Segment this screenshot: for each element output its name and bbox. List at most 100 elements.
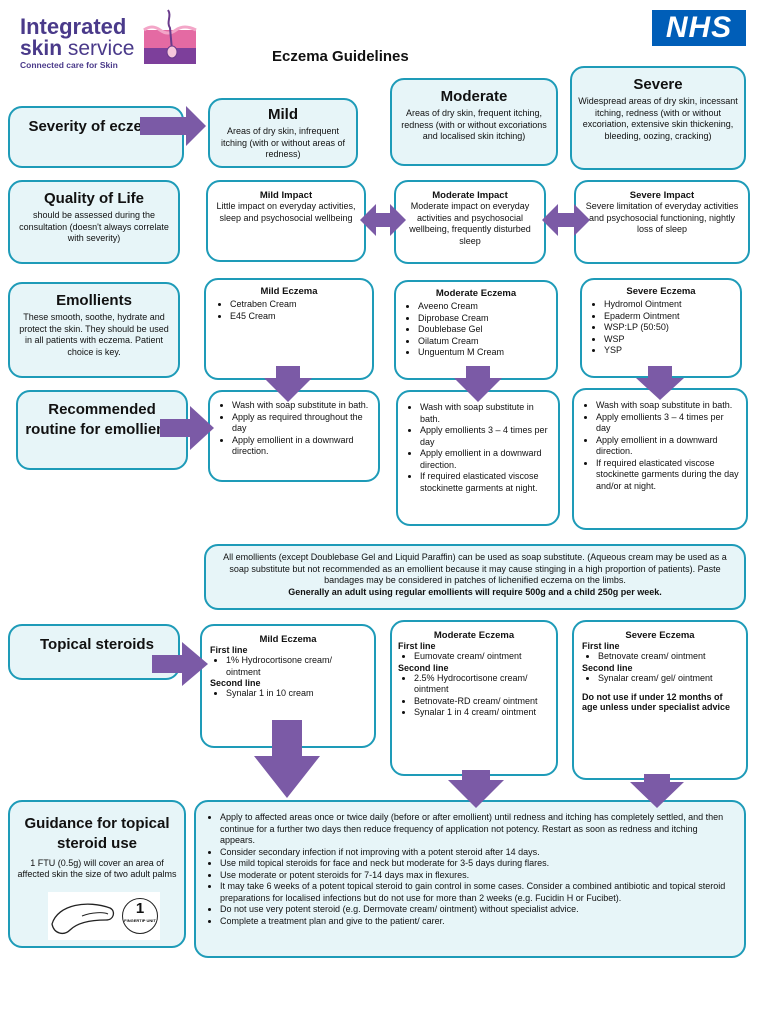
list-item: Epaderm Ointment bbox=[604, 311, 734, 323]
mild-impact-box: Mild Impact Little impact on everyday ac… bbox=[206, 180, 366, 262]
list-item: Apply emollients 3 – 4 times per day bbox=[596, 412, 740, 435]
list-item: Doublebase Gel bbox=[418, 324, 550, 336]
first-line-label: First line bbox=[398, 641, 436, 651]
list-item: Apply emollient in a downward direction. bbox=[596, 435, 740, 458]
severe-title: Severe bbox=[633, 76, 683, 93]
nhs-logo: NHS bbox=[652, 10, 746, 46]
list-item: Diprobase Cream bbox=[418, 313, 550, 325]
mild-first-line-list: 1% Hydrocortisone cream/ ointment bbox=[210, 655, 366, 678]
list-item: Aveeno Cream bbox=[418, 301, 550, 313]
severity-label: Severity of eczema bbox=[28, 118, 164, 135]
list-item: Unguentum M Cream bbox=[418, 347, 550, 359]
list-item: Use mild topical steroids for face and n… bbox=[220, 858, 734, 870]
list-item: Hydromol Ointment bbox=[604, 299, 734, 311]
severe-second-line-list: Synalar cream/ gel/ ointment bbox=[582, 673, 738, 685]
finger-icon bbox=[51, 903, 115, 935]
list-item: Synalar cream/ gel/ ointment bbox=[598, 673, 738, 685]
moderate-eczema-emollients-title: Moderate Eczema bbox=[435, 288, 517, 299]
list-item: Synalar 1 in 10 cream bbox=[226, 688, 366, 700]
severe-steroid-title: Severe Eczema bbox=[625, 630, 695, 641]
first-line-label: First line bbox=[210, 645, 248, 655]
list-item: Cetraben Cream bbox=[230, 299, 364, 311]
second-line-label: Second line bbox=[582, 662, 633, 673]
routine-box: Recommended routine for emollients bbox=[16, 390, 188, 470]
list-item: Apply emollient in a downward direction. bbox=[232, 435, 372, 458]
severe-eczema-emollients-title: Severe Eczema bbox=[626, 286, 696, 297]
severe-description: Widespread areas of dry skin, incessant … bbox=[578, 96, 738, 142]
quality-title: Quality of Life bbox=[43, 190, 144, 207]
logo-line1: Integrated bbox=[20, 14, 127, 39]
moderate-steroid-title: Moderate Eczema bbox=[433, 630, 515, 641]
mild-severity-box: Mild Areas of dry skin, infrequent itchi… bbox=[208, 98, 358, 168]
severe-routine-box: Wash with soap substitute in bath. Apply… bbox=[572, 388, 748, 530]
severe-steroid-box: Severe Eczema First line Betnovate cream… bbox=[572, 620, 748, 780]
mild-impact-title: Mild Impact bbox=[259, 190, 313, 201]
list-item: Eumovate cream/ ointment bbox=[414, 651, 550, 663]
emollient-note-text: All emollients (except Doublebase Gel an… bbox=[223, 552, 727, 586]
moderate-emollients-list: Aveeno Cream Diprobase Cream Doublebase … bbox=[402, 301, 550, 359]
list-item: Consider secondary infection if not impr… bbox=[220, 847, 734, 859]
list-item: Complete a treatment plan and give to th… bbox=[220, 916, 734, 928]
topical-steroids-title: Topical steroids bbox=[40, 636, 154, 653]
moderate-impact-box: Moderate Impact Moderate impact on every… bbox=[394, 180, 546, 264]
list-item: Do not use very potent steroid (e.g. Der… bbox=[220, 904, 734, 916]
list-item: Synalar 1 in 4 cream/ ointment bbox=[414, 707, 550, 719]
list-item: Apply emollients 3 – 4 times per day bbox=[420, 425, 552, 448]
first-line-label: First line bbox=[582, 641, 620, 651]
list-item: E45 Cream bbox=[230, 311, 364, 323]
severe-first-line-list: Betnovate cream/ ointment bbox=[582, 651, 738, 663]
mild-steroid-title: Mild Eczema bbox=[259, 634, 317, 645]
severe-eczema-emollients-box: Severe Eczema Hydromol Ointment Epaderm … bbox=[580, 278, 742, 378]
list-item: Betnovate-RD cream/ ointment bbox=[414, 696, 550, 708]
routine-title: Recommended routine for emollients bbox=[25, 401, 179, 438]
emollient-note-box: All emollients (except Doublebase Gel an… bbox=[204, 544, 746, 610]
moderate-severity-box: Moderate Areas of dry skin, frequent itc… bbox=[390, 78, 558, 166]
list-item: It may take 6 weeks of a potent topical … bbox=[220, 881, 734, 904]
mild-steroid-box: Mild Eczema First line 1% Hydrocortisone… bbox=[200, 624, 376, 748]
severe-impact-text: Severe limitation of everyday activities… bbox=[585, 201, 739, 235]
mild-routine-list: Wash with soap substitute in bath. Apply… bbox=[216, 400, 372, 458]
fingertip-unit-badge: 1 FINGERTIP UNIT bbox=[122, 898, 158, 934]
ftu-badge-text: FINGERTIP UNIT bbox=[124, 918, 156, 923]
moderate-eczema-emollients-box: Moderate Eczema Aveeno Cream Diprobase C… bbox=[394, 280, 558, 380]
mild-description: Areas of dry skin, infrequent itching (w… bbox=[220, 126, 346, 160]
list-item: WSP bbox=[604, 334, 734, 346]
mild-second-line-list: Synalar 1 in 10 cream bbox=[210, 688, 366, 700]
moderate-impact-text: Moderate impact on everyday activities a… bbox=[409, 201, 531, 247]
mild-eczema-emollients-box: Mild Eczema Cetraben Cream E45 Cream bbox=[204, 278, 374, 380]
fingertip-unit-illustration: 1 FINGERTIP UNIT bbox=[48, 892, 160, 940]
severe-routine-list: Wash with soap substitute in bath. Apply… bbox=[580, 400, 740, 492]
moderate-routine-box: Wash with soap substitute in bath. Apply… bbox=[396, 390, 560, 526]
emollients-title: Emollients bbox=[56, 292, 132, 309]
list-item: If required elasticated viscose stockine… bbox=[420, 471, 552, 494]
second-line-label: Second line bbox=[398, 662, 449, 673]
guidance-details-box: Apply to affected areas once or twice da… bbox=[194, 800, 746, 958]
topical-steroids-box: Topical steroids bbox=[8, 624, 180, 680]
logo-tagline: Connected care for Skin bbox=[20, 60, 118, 70]
list-item: Wash with soap substitute in bath. bbox=[232, 400, 372, 412]
moderate-steroid-box: Moderate Eczema First line Eumovate crea… bbox=[390, 620, 558, 776]
list-item: Betnovate cream/ ointment bbox=[598, 651, 738, 663]
list-item: Apply emollient in a downward direction. bbox=[420, 448, 552, 471]
severe-impact-box: Severe Impact Severe limitation of every… bbox=[574, 180, 750, 264]
severe-impact-title: Severe Impact bbox=[629, 190, 695, 201]
mild-title: Mild bbox=[268, 106, 298, 123]
skin-layer-icon bbox=[143, 9, 197, 64]
guidance-title: Guidance for topical steroid use bbox=[24, 815, 170, 853]
moderate-impact-title: Moderate Impact bbox=[432, 190, 508, 201]
severe-steroid-warning: Do not use if under 12 months of age unl… bbox=[582, 692, 731, 713]
mild-eczema-emollients-title: Mild Eczema bbox=[260, 286, 318, 297]
moderate-routine-list: Wash with soap substitute in bath. Apply… bbox=[404, 402, 552, 494]
moderate-first-line-list: Eumovate cream/ ointment bbox=[398, 651, 550, 663]
list-item: Use moderate or potent steroids for 7-14… bbox=[220, 870, 734, 882]
list-item: Oilatum Cream bbox=[418, 336, 550, 348]
list-item: Apply as required throughout the day bbox=[232, 412, 372, 435]
page-title: Eczema Guidelines bbox=[272, 48, 409, 65]
moderate-title: Moderate bbox=[440, 88, 508, 105]
moderate-description: Areas of dry skin, frequent itching, red… bbox=[401, 108, 547, 142]
mild-routine-box: Wash with soap substitute in bath. Apply… bbox=[208, 390, 380, 482]
guidance-box: Guidance for topical steroid use 1 FTU (… bbox=[8, 800, 186, 948]
guidance-list: Apply to affected areas once or twice da… bbox=[204, 812, 734, 927]
quality-of-life-box: Quality of Life should be assessed durin… bbox=[8, 180, 180, 264]
emollients-box: Emollients These smooth, soothe, hydrate… bbox=[8, 282, 180, 378]
